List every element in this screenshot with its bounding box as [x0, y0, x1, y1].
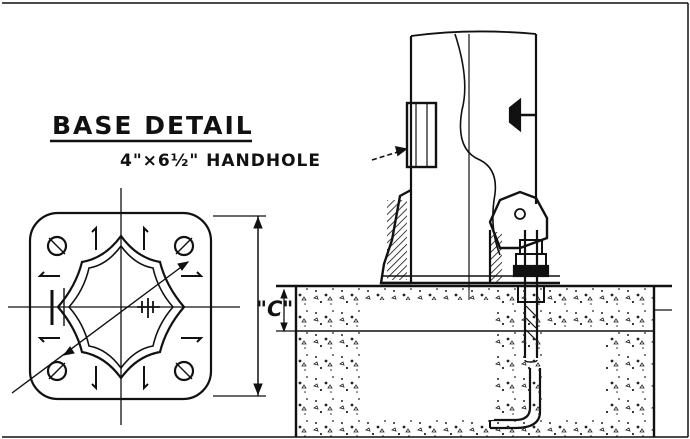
anchor-bolt-circles [46, 235, 195, 382]
concrete-foundation-section [276, 284, 672, 438]
handhole-leader-arrow [371, 145, 408, 161]
ground-lug-symbol [137, 298, 160, 318]
dimension-c-label: "C" [256, 297, 293, 321]
elevation-ground-lug [508, 97, 536, 133]
base-detail-title: BASE DETAIL [52, 111, 254, 140]
base-weld-hatch [387, 200, 407, 280]
pole-section-outline [56, 234, 186, 380]
base-plate-plan-view [8, 188, 266, 425]
gusset-marks [37, 225, 204, 391]
handhole-callout: 4"×6½" HANDHOLE [120, 151, 321, 171]
